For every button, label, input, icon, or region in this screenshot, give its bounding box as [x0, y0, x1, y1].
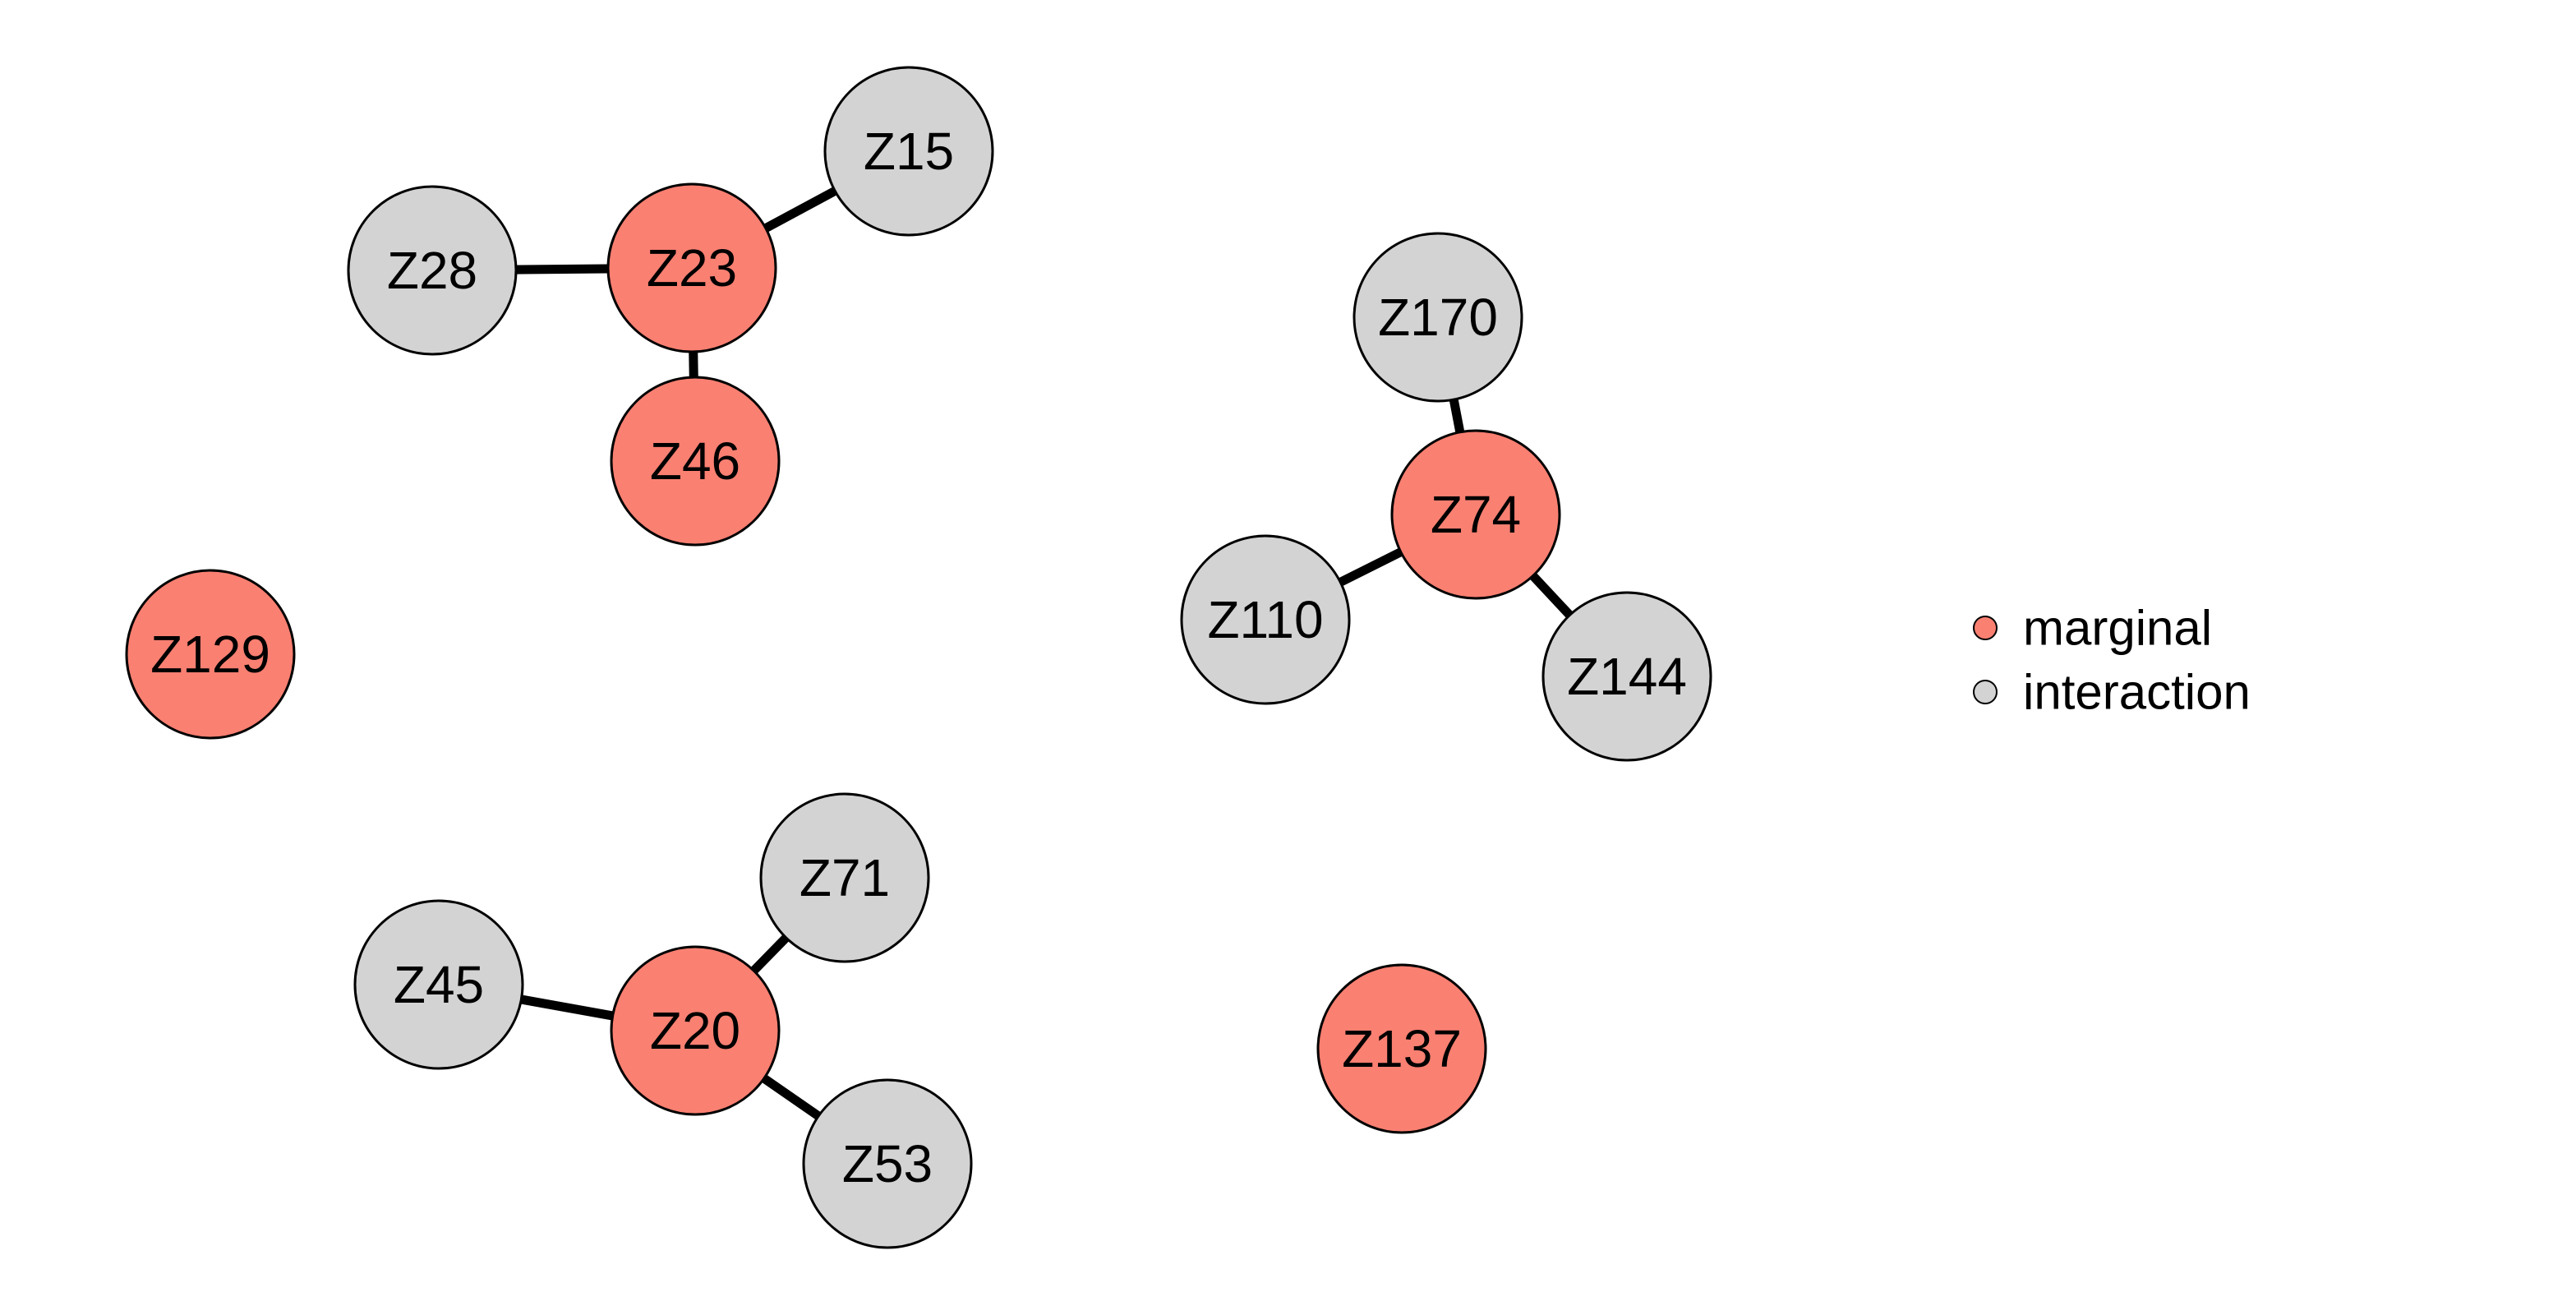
node-circle-Z170: [1353, 232, 1523, 403]
node-label-Z110: Z110: [1207, 590, 1323, 649]
node-Z129: Z129: [125, 569, 296, 740]
node-Z170: Z170: [1353, 232, 1523, 403]
node-label-Z20: Z20: [650, 1001, 740, 1060]
node-label-Z137: Z137: [1342, 1019, 1462, 1078]
node-circle-Z46: [610, 376, 781, 547]
node-label-Z129: Z129: [150, 625, 270, 684]
node-circle-Z74: [1390, 429, 1561, 600]
node-circle-Z144: [1541, 591, 1712, 762]
node-Z137: Z137: [1316, 963, 1487, 1134]
node-Z28: Z28: [347, 185, 518, 356]
node-circle-Z23: [606, 182, 777, 353]
node-circle-Z137: [1316, 963, 1487, 1134]
node-circle-Z45: [353, 899, 524, 1070]
node-label-Z170: Z170: [1378, 288, 1498, 347]
node-Z46: Z46: [610, 376, 781, 547]
node-Z71: Z71: [759, 792, 930, 963]
legend-label-interaction: interaction: [2023, 665, 2251, 720]
node-circle-Z129: [125, 569, 296, 740]
legend-swatch-marginal: [1973, 616, 1998, 640]
node-circle-Z53: [802, 1078, 973, 1249]
node-circle-Z20: [610, 945, 781, 1116]
node-circle-Z15: [823, 66, 994, 237]
node-label-Z45: Z45: [394, 955, 484, 1014]
node-Z144: Z144: [1541, 591, 1712, 762]
node-circle-Z28: [347, 185, 518, 356]
node-Z23: Z23: [606, 182, 777, 353]
legend-swatch-interaction: [1973, 680, 1998, 704]
legend: marginal interaction: [1973, 601, 2251, 720]
node-label-Z46: Z46: [650, 431, 740, 491]
node-Z45: Z45: [353, 899, 524, 1070]
node-label-Z71: Z71: [800, 848, 890, 907]
node-label-Z28: Z28: [387, 241, 477, 300]
node-label-Z53: Z53: [842, 1134, 933, 1193]
node-circle-Z110: [1180, 534, 1351, 705]
node-Z110: Z110: [1180, 534, 1351, 705]
node-label-Z74: Z74: [1431, 485, 1521, 544]
node-Z53: Z53: [802, 1078, 973, 1249]
node-Z20: Z20: [610, 945, 781, 1116]
node-label-Z144: Z144: [1567, 647, 1687, 706]
node-label-Z15: Z15: [864, 122, 954, 181]
node-Z15: Z15: [823, 66, 994, 237]
legend-label-marginal: marginal: [2023, 601, 2212, 656]
node-circle-Z71: [759, 792, 930, 963]
node-label-Z23: Z23: [647, 238, 737, 298]
node-Z74: Z74: [1390, 429, 1561, 600]
